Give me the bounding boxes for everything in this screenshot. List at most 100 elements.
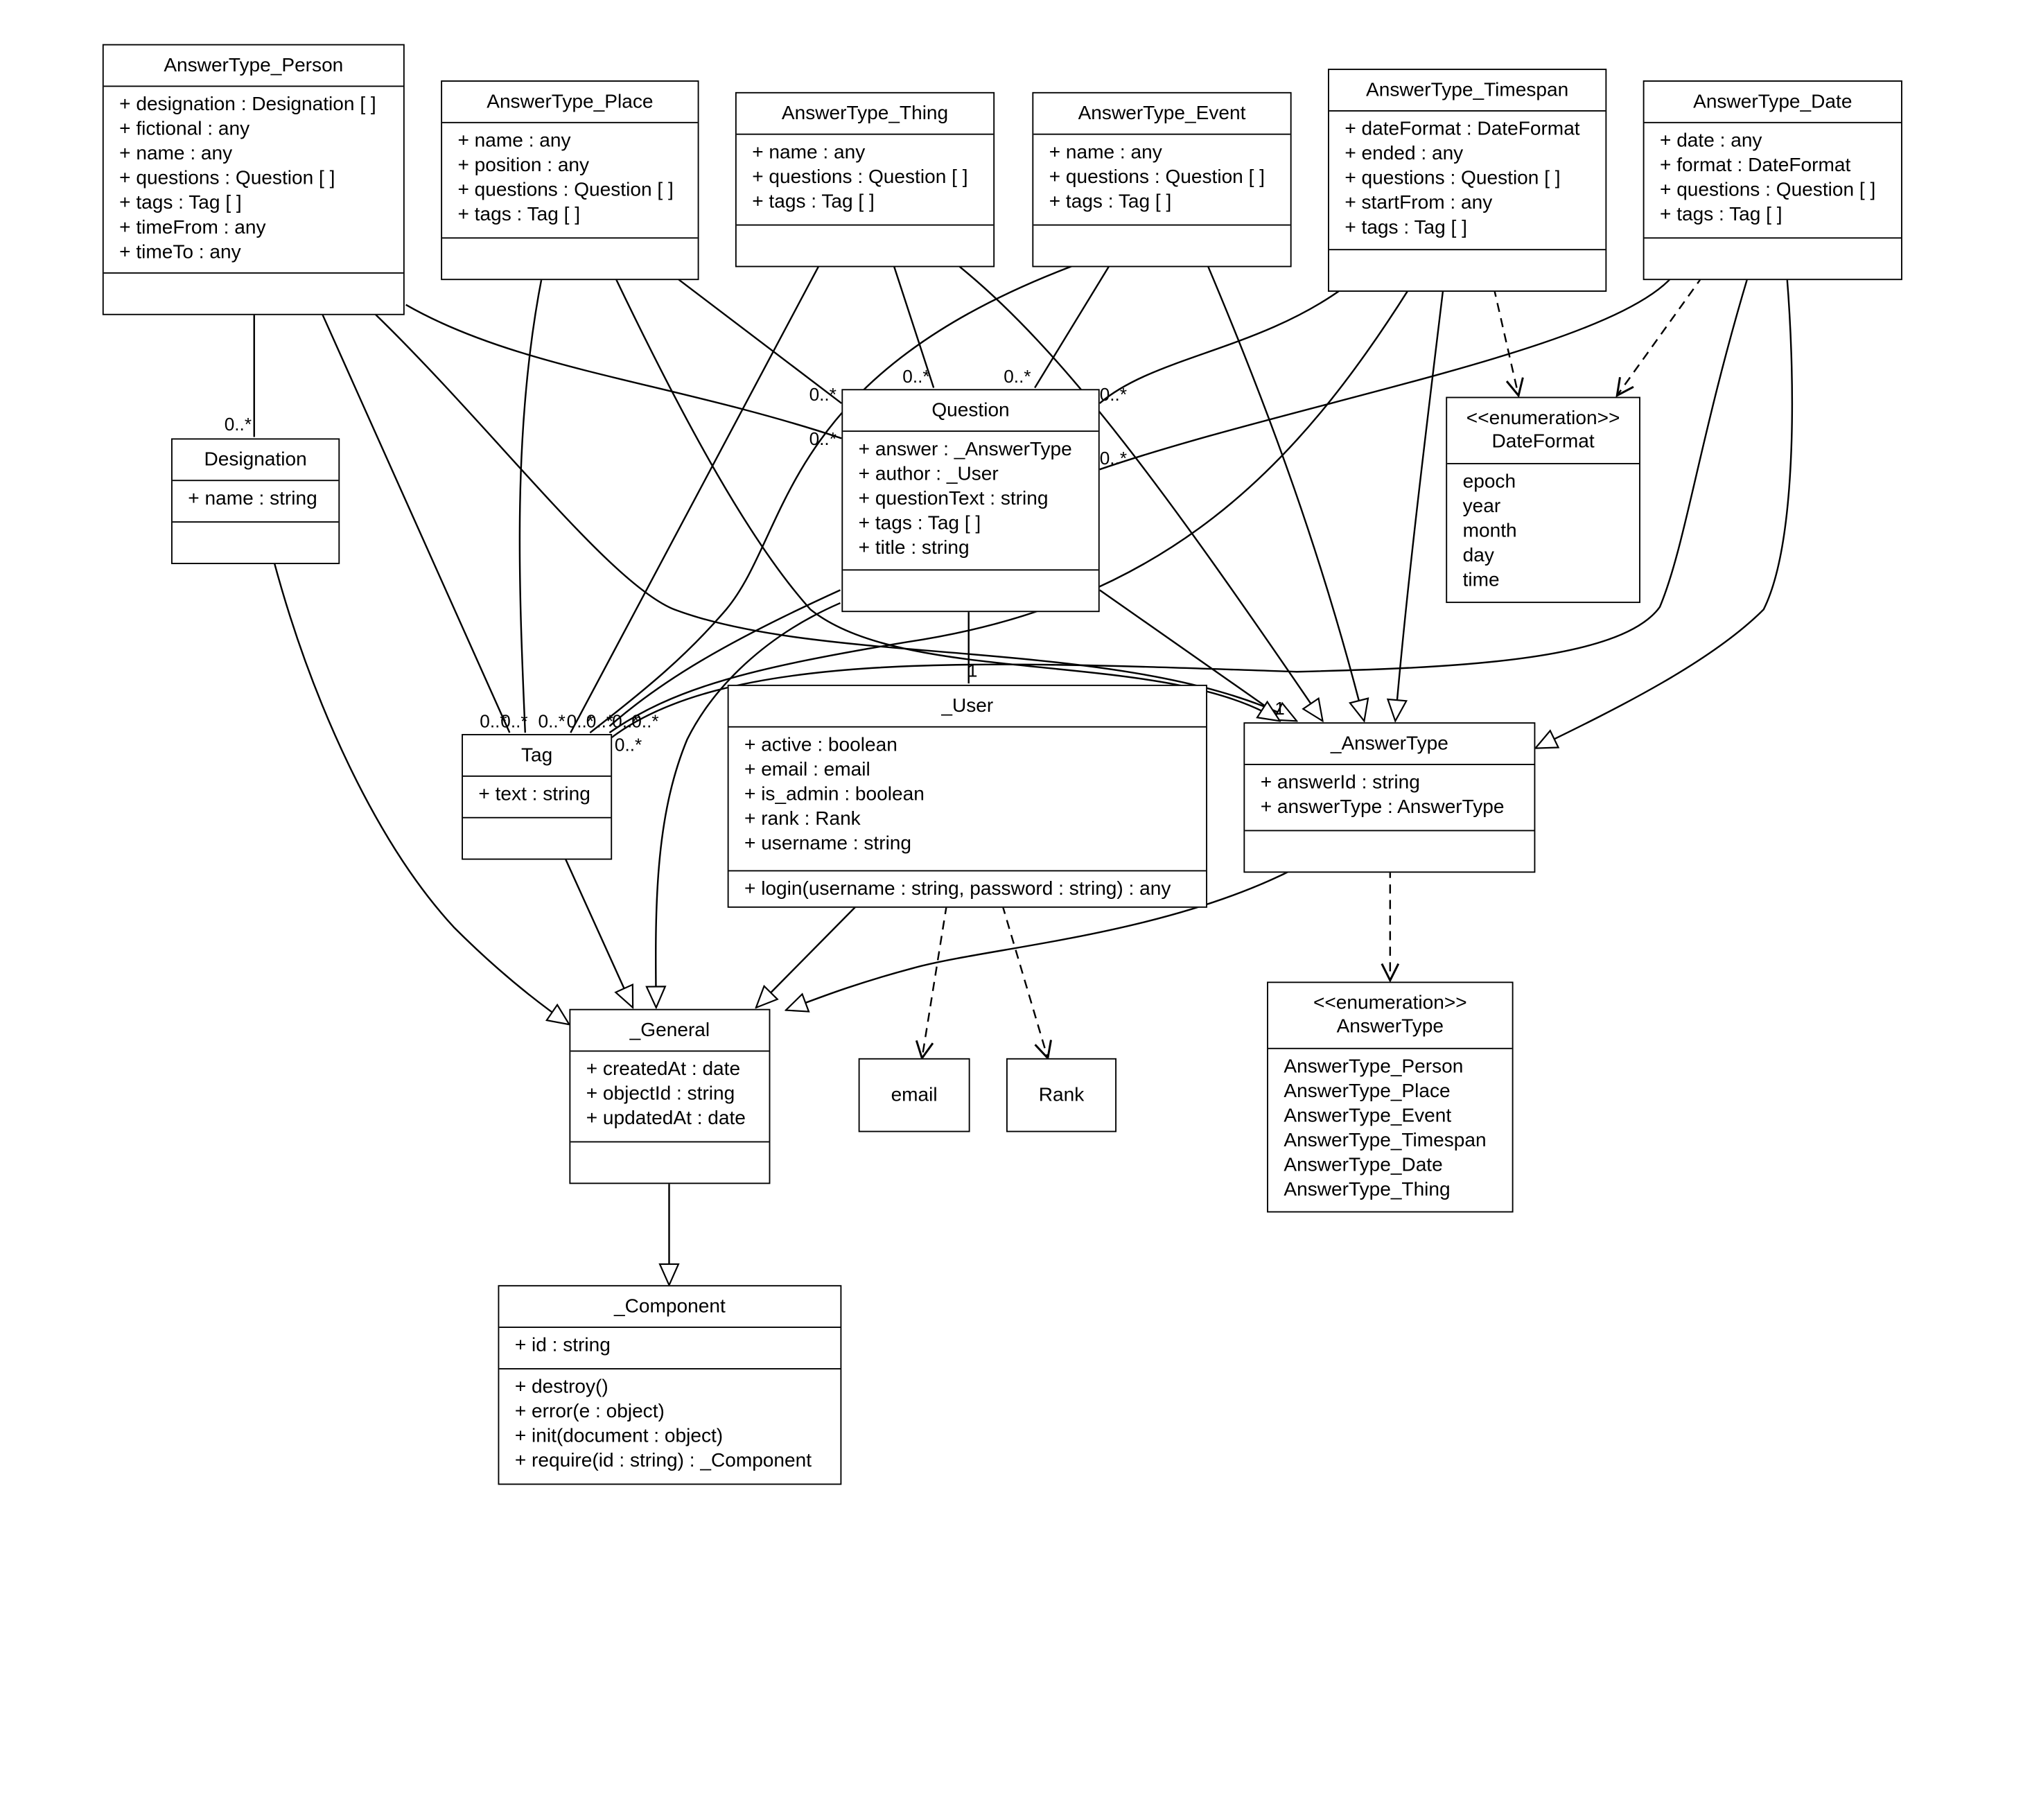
method: + error(e : object)	[514, 1400, 665, 1423]
attribute: + tags : Tag [ ]	[1660, 203, 1783, 226]
dep-user-email	[922, 904, 948, 1058]
method-section: + destroy()+ error(e : object)+ init(doc…	[499, 1368, 841, 1484]
edge-place-tag	[518, 276, 543, 733]
attribute: + answerType : AnswerType	[1260, 796, 1505, 819]
multiplicity-label: 0..*	[1099, 447, 1128, 469]
attribute: + rank : Rank	[744, 807, 861, 830]
class-name: _Component	[614, 1295, 726, 1318]
class-name: email	[891, 1083, 938, 1106]
class-title: Designation	[173, 439, 339, 480]
class-answertype[interactable]: _AnswerType + answerId : string+ answerTy…	[1243, 722, 1536, 873]
attribute-section: + answerId : string+ answerType : Answer…	[1245, 764, 1534, 830]
attribute: + tags : Tag [ ]	[119, 191, 242, 214]
attribute: + tags : Tag [ ]	[752, 191, 875, 213]
class-tag[interactable]: Tag + text : string	[462, 734, 613, 860]
class-title: _AnswerType	[1245, 724, 1534, 764]
attribute: + questions : Question [ ]	[457, 179, 674, 202]
attribute: + author : _User	[858, 462, 999, 485]
attribute-section: + name : any+ questions : Question [ ]+ …	[736, 133, 994, 225]
gen-tag-general	[563, 855, 633, 1008]
method-section	[1329, 249, 1606, 290]
multiplicity-label: 0..*	[538, 710, 566, 732]
attribute: + questions : Question [ ]	[1049, 166, 1265, 189]
class-thing[interactable]: AnswerType_Thing + name : any+ questions …	[735, 91, 995, 268]
class-designation[interactable]: Designation + name : string	[170, 438, 340, 564]
class-name: AnswerType_Thing	[781, 101, 949, 124]
attribute: + username : string	[744, 832, 912, 855]
class-title: Rank	[1008, 1060, 1115, 1131]
multiplicity-label: 0..*	[224, 413, 252, 435]
class-user[interactable]: _User+ active : boolean+ email : email+ …	[727, 684, 1207, 908]
method-section	[1644, 237, 1902, 279]
method-section: + login(username : string, password : st…	[728, 870, 1207, 907]
multiplicity-label: 1	[1275, 697, 1285, 719]
attribute: + createdAt : date	[586, 1058, 741, 1080]
attribute: + questionText : string	[858, 487, 1049, 510]
attribute-section: + text : string	[462, 775, 611, 817]
multiplicity-label: 0..*	[586, 710, 614, 732]
class-name: AnswerType_Timespan	[1366, 78, 1569, 101]
class-name: AnswerType_Person	[164, 53, 344, 76]
class-name: _User	[941, 694, 994, 717]
class-title: AnswerType_Event	[1033, 94, 1290, 134]
class-name: Tag	[521, 744, 553, 766]
attribute: + active : boolean	[744, 734, 897, 756]
multiplicity-label: 0..*	[902, 365, 930, 387]
enum-literal: AnswerType_Timespan	[1284, 1129, 1487, 1152]
class-name: _AnswerType	[1330, 732, 1448, 755]
class-date[interactable]: AnswerType_Date+ date : any+ format : Da…	[1643, 80, 1902, 281]
attribute-section: + name : any+ questions : Question [ ]+ …	[1033, 133, 1290, 225]
class-timespan[interactable]: AnswerType_Timespan+ dateFormat : DateFo…	[1328, 69, 1607, 292]
multiplicity-label: 0..*	[631, 710, 659, 732]
class-name: Question	[931, 399, 1010, 421]
method: + destroy()	[514, 1376, 608, 1399]
method-section	[843, 569, 1098, 611]
multiplicity-label: 0..*	[1099, 383, 1128, 405]
attribute: + format : DateFormat	[1660, 154, 1851, 177]
class-name: AnswerType	[1336, 1015, 1444, 1038]
class-component[interactable]: _Component+ id : string+ destroy()+ erro…	[498, 1285, 842, 1485]
class-title: AnswerType_Thing	[737, 94, 993, 134]
attribute-section: + createdAt : date+ objectId : string+ u…	[570, 1050, 769, 1141]
attribute-section: + id : string	[499, 1327, 841, 1368]
multiplicity-label: 0..*	[809, 428, 837, 449]
class-title: AnswerType_Person	[104, 45, 403, 85]
class-event[interactable]: AnswerType_Event+ name : any+ questions …	[1032, 91, 1292, 268]
multiplicity-label: 0..*	[614, 734, 642, 755]
attribute: + is_admin : boolean	[744, 783, 925, 805]
class-general[interactable]: _General + createdAt : date + objectId : s…	[569, 1008, 771, 1184]
enum-literal: day	[1462, 544, 1494, 567]
attribute: + objectId : string	[586, 1083, 735, 1105]
class-name: AnswerType_Place	[487, 90, 654, 112]
method-section	[570, 1141, 769, 1183]
class-name: Designation	[204, 448, 307, 471]
attribute: + answer : _AnswerType	[858, 438, 1072, 461]
enum-literal: year	[1462, 495, 1501, 518]
attribute-section: + name : any+ position : any+ questions …	[442, 121, 698, 238]
class-title: _User	[729, 686, 1207, 726]
edge-timespan-question	[1098, 287, 1345, 404]
attribute: + tags : Tag [ ]	[1345, 216, 1467, 239]
class-email[interactable]: email	[858, 1058, 970, 1132]
class-place[interactable]: AnswerType_Place + name : any+ position :…	[441, 80, 699, 281]
enum-literal: month	[1462, 520, 1517, 543]
class-person[interactable]: AnswerType_Person + designation : Designa…	[102, 44, 405, 315]
stereotype-label: <<enumeration>>	[1466, 407, 1620, 430]
class-rank[interactable]: Rank	[1006, 1058, 1117, 1132]
attribute: + questions : Question [ ]	[1660, 179, 1876, 202]
attribute: + name : any	[752, 141, 866, 164]
attribute: + name : string	[188, 487, 317, 510]
attribute: + fictional : any	[119, 118, 250, 141]
attribute: + timeTo : any	[119, 241, 241, 263]
dep-user-rank	[1001, 904, 1047, 1058]
attribute: + ended : any	[1345, 142, 1464, 165]
class-name: _General	[629, 1018, 710, 1041]
edge-thing-tag	[570, 264, 821, 733]
class-question[interactable]: Question + answer : _AnswerType+ author :…	[841, 389, 1100, 613]
attribute: + name : any	[457, 130, 571, 152]
attribute: + questions : Question [ ]	[119, 167, 335, 190]
attribute: + designation : Designation [ ]	[119, 93, 376, 116]
